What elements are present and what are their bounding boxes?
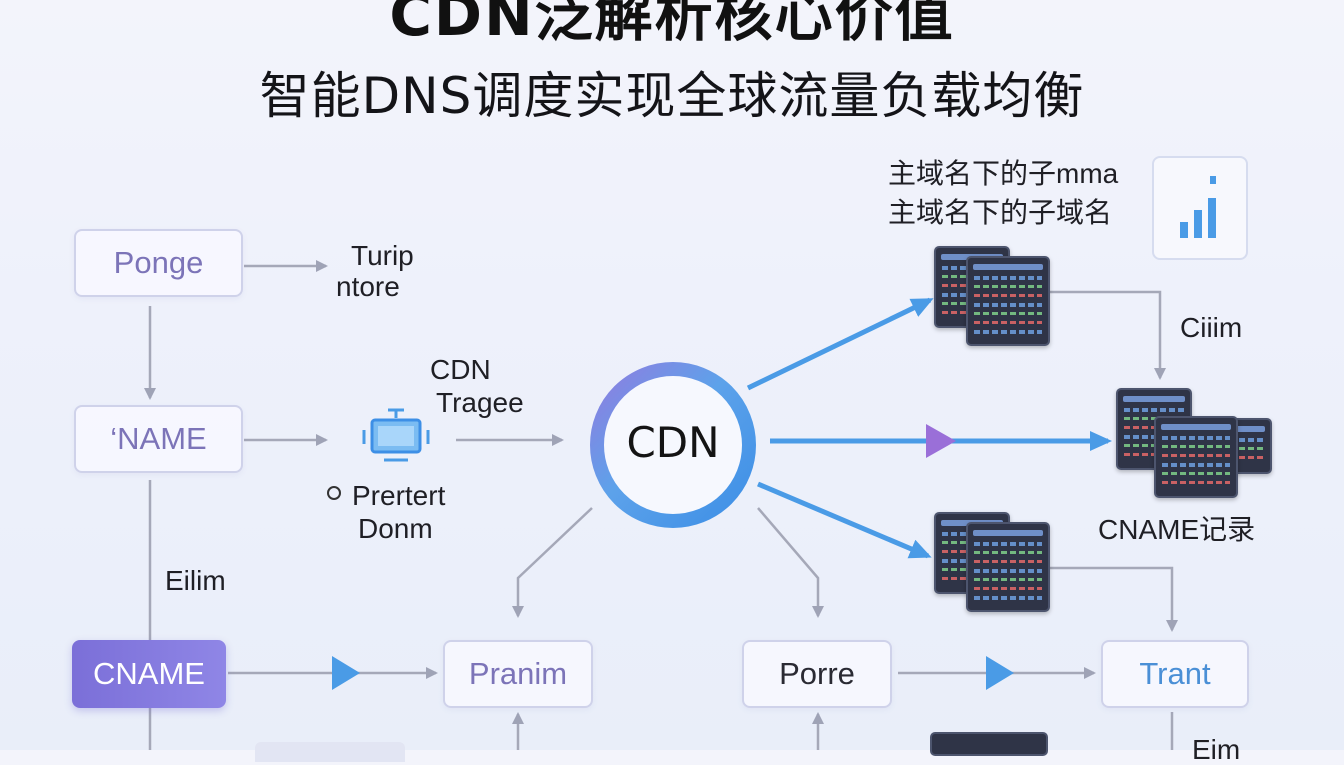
label-turip: Turip: [351, 240, 414, 271]
label-cname-record: CNAME记录: [1098, 514, 1256, 545]
arrow-cdn-pranim: [512, 507, 593, 618]
blue-arrow-upper: [746, 297, 934, 391]
arrow-bottom-server-trant: [1050, 566, 1178, 632]
cdn-center-label: CDN: [626, 418, 720, 467]
server-rack-icon-lower: [934, 512, 1054, 622]
node-trant: Trant: [1101, 640, 1249, 708]
server-rack-icon-upper: [934, 246, 1054, 356]
node-pranim: Pranim: [443, 640, 593, 708]
arrow-cdn-porre: [757, 507, 824, 618]
label-ntore: ntore: [336, 271, 400, 302]
server-rack-icon-middle: [1116, 388, 1272, 498]
arrow-top-server-mid: [1050, 290, 1166, 380]
purple-triangle-marker: [926, 424, 956, 458]
blue-arrow-lower: [757, 481, 932, 559]
page-subtitle: 智能DNS调度实现全球流量负载均衡: [259, 67, 1085, 125]
node-partial-bottom: [255, 742, 405, 762]
server-rack-icon-partial: [930, 732, 1048, 756]
node-porre: Porre: [742, 640, 892, 708]
label-prertert: Prertert: [352, 480, 446, 511]
bar-chart-icon: [1152, 156, 1248, 260]
label-eilim: Eilim: [165, 565, 226, 596]
node-name: ‘NAME: [74, 405, 243, 473]
cdn-ring-arc: [590, 362, 756, 528]
bullet-icon: [327, 486, 341, 500]
label-subdomain-2: 主域名下的子域名: [888, 197, 1113, 228]
monitor-icon: [362, 408, 430, 462]
triangle-marker-cname: [332, 656, 360, 690]
label-subdomain-1: 主域名下的子mma: [888, 158, 1119, 189]
label-ciiim: Ciiim: [1180, 312, 1243, 343]
label-donm: Donm: [358, 513, 433, 544]
node-cname: CNAME: [72, 640, 226, 708]
node-ponge: Ponge: [74, 229, 243, 297]
label-cdn: CDN: [430, 354, 491, 385]
page-title: CDN泛解析核心价值: [389, 0, 955, 49]
label-tragee: Tragee: [436, 387, 524, 418]
triangle-marker-porre: [986, 656, 1014, 690]
